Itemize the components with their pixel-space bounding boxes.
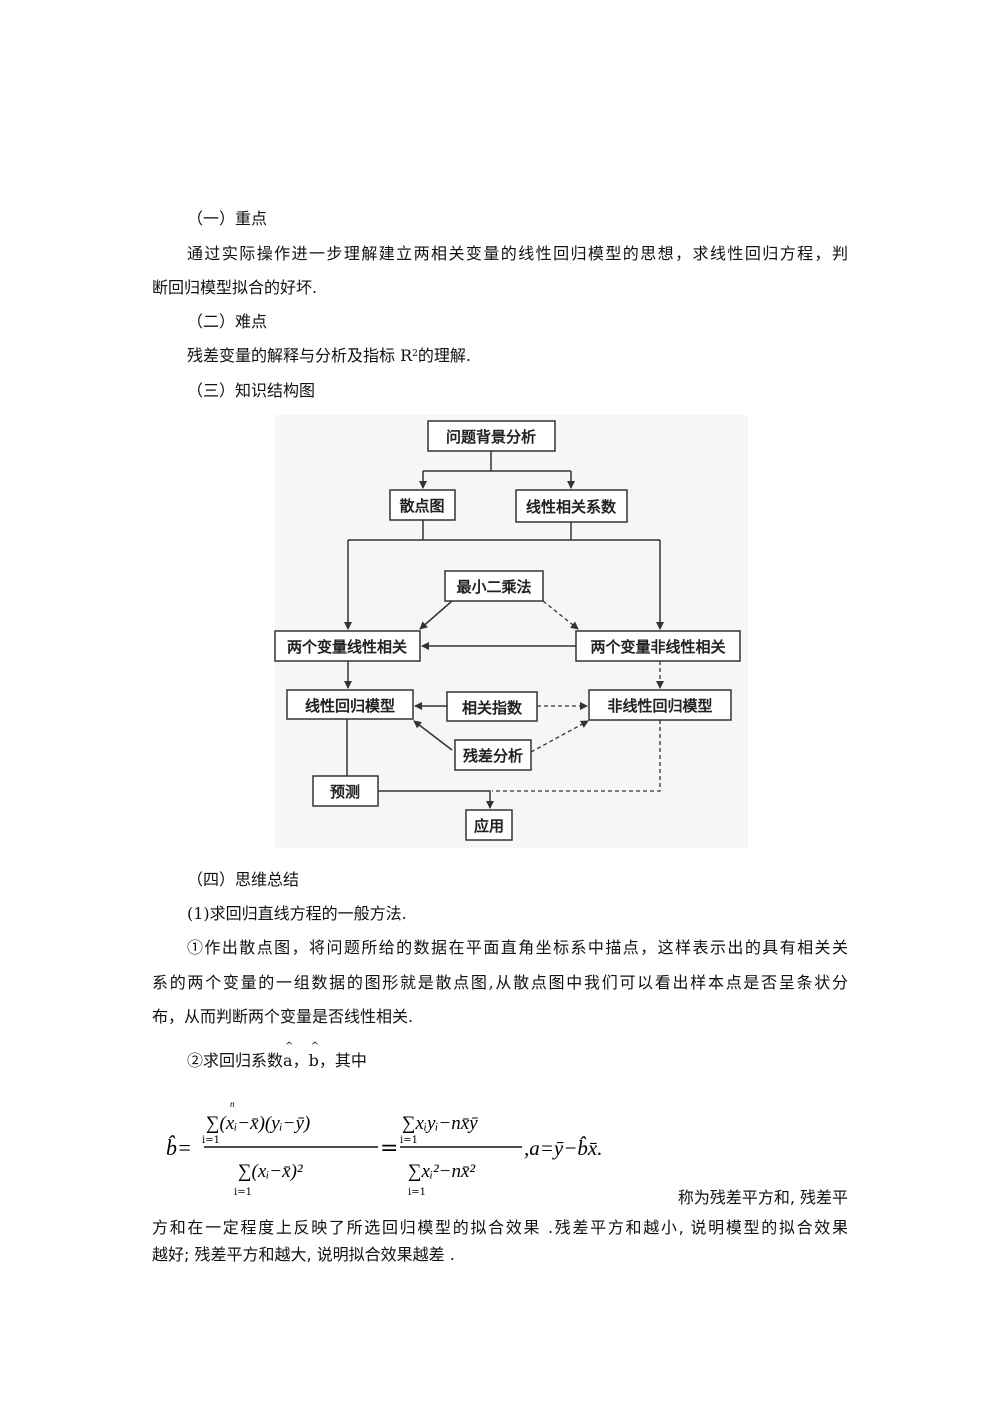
a-hat: a	[283, 1037, 293, 1071]
step2-suffix: ，其中	[318, 1051, 367, 1070]
step1-line1: ①作出散点图，将问题所给的数据在平面直角坐标系中描点，这样表示出的具有相关关	[187, 938, 848, 957]
svg-text:非线性回归模型: 非线性回归模型	[607, 697, 712, 715]
svg-text:残差分析: 残差分析	[463, 747, 523, 765]
residual-line3: 越好; 残差平方和越大, 说明拟合效果越差 .	[152, 1245, 455, 1264]
residual-line2: 方和在一定程度上反映了所选回归模型的拟合效果 .残差平方和越小, 说明模型的拟合…	[152, 1218, 848, 1237]
sum-lower: i=1	[202, 1135, 220, 1146]
residual-line1: 称为残差平方和, 残差平	[677, 1188, 848, 1207]
svg-text:两个变量线性相关: 两个变量线性相关	[287, 638, 407, 656]
sum-lower: i=1	[234, 1187, 252, 1198]
heading-difficulties: （二）难点	[187, 312, 268, 331]
node-linear-correlation: 两个变量线性相关	[274, 630, 421, 662]
difficulties-text: 残差变量的解释与分析及指标 R2的理解.	[187, 346, 471, 366]
heading-summary: （四）思维总结	[187, 870, 300, 889]
svg-text:两个变量非线性相关: 两个变量非线性相关	[590, 638, 725, 656]
node-least-squares: 最小二乘法	[444, 570, 544, 602]
node-prediction: 预测	[312, 775, 379, 807]
b-hat: b	[309, 1037, 320, 1071]
step2-prefix: ②求回归系数	[187, 1051, 284, 1070]
sum-lower: i=1	[400, 1135, 418, 1146]
formula-denominator-2: ∑xᵢ²−nx̄²	[408, 1161, 475, 1182]
heading-key-points: （一）重点	[187, 209, 268, 228]
formula-numerator-1: ∑(xᵢ−x̄)(yᵢ−ȳ)	[206, 1113, 310, 1134]
superscript: 2	[412, 349, 418, 359]
formula-equals: =	[380, 1136, 398, 1161]
svg-text:预测: 预测	[330, 783, 360, 801]
summary-item1: (1)求回归直线方程的一般方法.	[187, 904, 407, 923]
node-nonlinear-correlation: 两个变量非线性相关	[575, 630, 741, 662]
formula-denominator-1: ∑(xᵢ−x̄)²	[238, 1161, 303, 1182]
step1-line2: 系的两个变量的一组数据的图形就是散点图,从散点图中我们可以看出样本点是否呈条状分	[152, 973, 848, 992]
step1-line3: 布，从而判断两个变量是否线性相关.	[152, 1007, 414, 1026]
svg-text:问题背景分析: 问题背景分析	[446, 428, 536, 446]
svg-text:最小二乘法: 最小二乘法	[456, 578, 531, 596]
svg-text:相关指数: 相关指数	[462, 699, 523, 717]
node-scatter-plot: 散点图	[389, 489, 456, 521]
node-linear-regression-model: 线性回归模型	[286, 689, 414, 720]
node-application: 应用	[465, 809, 513, 841]
regression-formula: b̂= n ∑(xᵢ−x̄)(yᵢ−ȳ) i=1 ∑(xᵢ−x̄)² i=1 =…	[166, 1099, 602, 1198]
key-points-line2: 断回归模型拟合的好坏.	[152, 278, 318, 297]
knowledge-structure-diagram: 问题背景分析 散点图 线性相关系数 最小二乘法 两个变量线性相关 两个变量非线性…	[274, 420, 741, 841]
svg-text:线性相关系数: 线性相关系数	[526, 498, 617, 516]
svg-text:应用: 应用	[474, 817, 504, 835]
heading-knowledge-map: （三）知识结构图	[187, 381, 316, 400]
node-residual-analysis: 残差分析	[454, 739, 532, 771]
node-nonlinear-regression-model: 非线性回归模型	[588, 689, 732, 721]
sum-upper: n	[230, 1099, 235, 1109]
svg-text:散点图: 散点图	[399, 497, 444, 515]
sum-lower: i=1	[408, 1187, 426, 1198]
separator: ，	[292, 1051, 309, 1070]
node-correlation-index: 相关指数	[446, 691, 538, 722]
formula-lhs: b̂=	[166, 1135, 192, 1160]
node-background-analysis: 问题背景分析	[427, 420, 556, 452]
difficulties-text-after: 的理解.	[417, 346, 471, 365]
diagram-connectors	[344, 451, 664, 809]
key-points-line1: 通过实际操作进一步理解建立两相关变量的线性回归模型的思想，求线性回归方程，判	[187, 244, 848, 263]
svg-text:线性回归模型: 线性回归模型	[305, 697, 395, 715]
node-correlation-coefficient: 线性相关系数	[515, 489, 628, 523]
step2-line: ②求回归系数a，b，其中	[187, 1037, 367, 1071]
formula-numerator-2: ∑xᵢyᵢ−nx̄ȳ	[402, 1113, 478, 1134]
difficulties-text-before: 残差变量的解释与分析及指标 R	[187, 346, 413, 365]
formula-intercept: ,a=ȳ−b̂x̄.	[524, 1136, 602, 1160]
